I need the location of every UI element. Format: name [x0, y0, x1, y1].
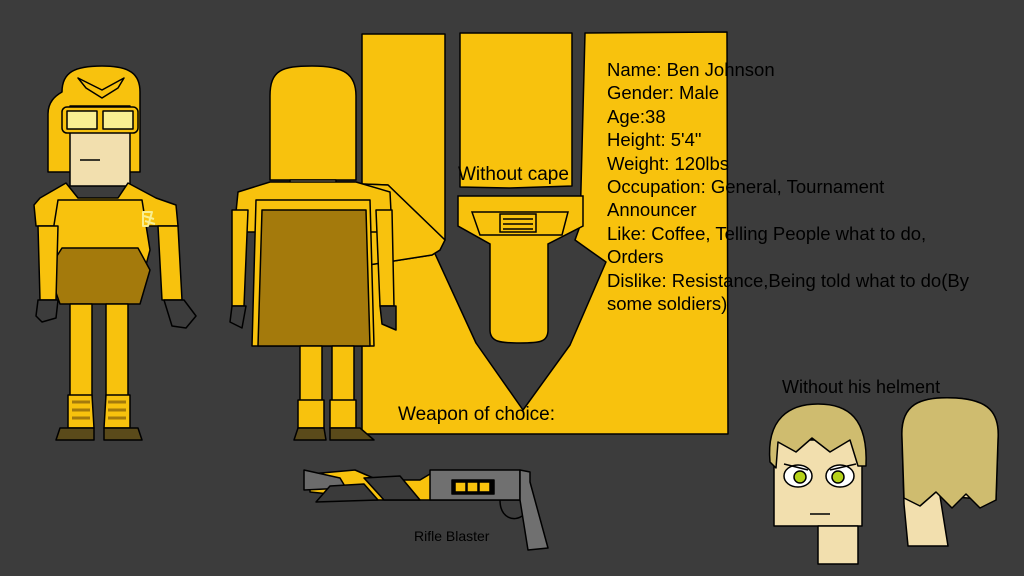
info-like: Like: Coffee, Telling People what to do, — [607, 222, 927, 244]
weapon-heading: Weapon of choice: — [398, 404, 556, 425]
emblem-graphic — [361, 31, 729, 435]
weapon-name-label: Rifle Blaster — [414, 528, 490, 544]
info-height: Height: 5'4" — [607, 129, 702, 151]
info-gender: Gender: Male — [607, 82, 720, 104]
info-dislike: Dislike: Resistance,Being told what to d… — [607, 269, 969, 291]
character-info-panel: Name: Ben Johnson Gender: Male Age:38 He… — [607, 58, 969, 315]
info-dislike-cont: some soldiers) — [607, 293, 728, 315]
info-occupation-cont: Announcer — [607, 199, 697, 221]
info-age: Age:38 — [607, 105, 666, 127]
head-back-without-helmet — [901, 396, 999, 547]
info-name: Name: Ben Johnson — [607, 59, 775, 80]
info-like-cont: Orders — [607, 246, 664, 268]
chestplate-drawing — [457, 195, 584, 344]
info-weight: Weight: 120lbs — [607, 152, 730, 174]
head-front-without-helmet — [768, 403, 867, 565]
info-occupation: Occupation: General, Tournament — [607, 176, 885, 198]
without-helmet-label: Without his helment — [782, 377, 941, 397]
character-front-view — [33, 65, 197, 441]
character-back-view — [229, 65, 397, 441]
rifle-blaster-drawing — [303, 469, 549, 551]
without-cape-label: Without cape — [458, 164, 569, 185]
